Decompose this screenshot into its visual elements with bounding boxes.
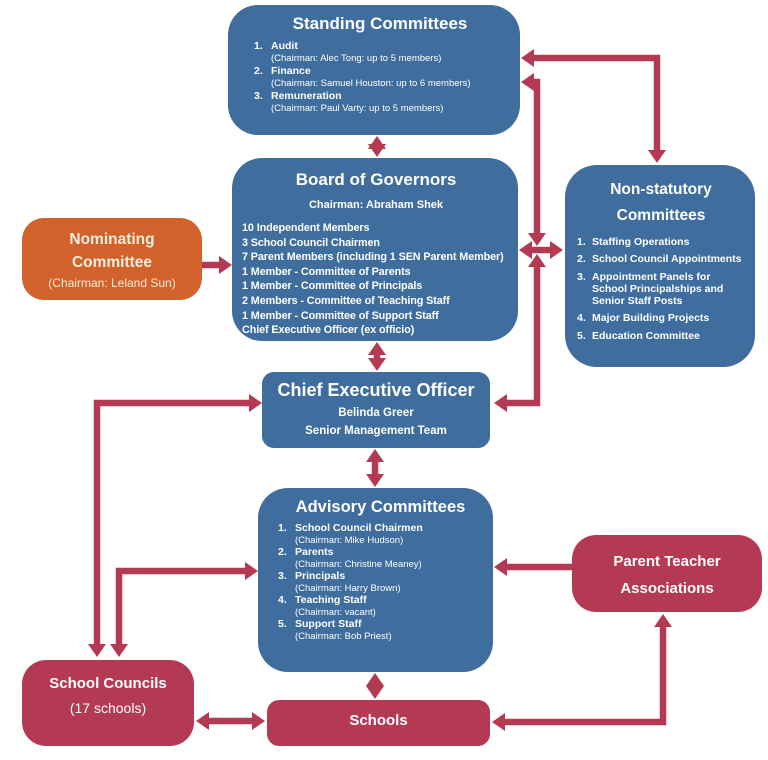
list-item: 2. Finance xyxy=(254,65,506,78)
arrow-pta-advisory xyxy=(494,558,572,576)
item-text: School Council Appointments xyxy=(592,253,742,266)
node-schools: Schools xyxy=(267,700,490,746)
item-name: Parents xyxy=(295,546,334,558)
arrow-standing-junction xyxy=(521,73,546,246)
item-number: 1. xyxy=(254,40,263,52)
item-number: 5. xyxy=(577,329,586,342)
item-name: Finance xyxy=(271,65,311,77)
item-name: Support Staff xyxy=(295,618,362,630)
item-chairman: (Chairman: Christine Meaney) xyxy=(295,558,422,570)
board-member: Chief Executive Officer (ex officio) xyxy=(242,324,415,337)
arrow-standing-board xyxy=(368,136,386,157)
board-title: Board of Governors xyxy=(295,170,457,189)
arrow-board-nonstatutory xyxy=(519,241,563,259)
list-item: 1. Audit xyxy=(254,40,506,53)
item-chairman: (Chairman: Bob Priest) xyxy=(295,630,392,642)
ceo-team: Senior Management Team xyxy=(305,425,447,437)
nonstat-title-line2: Committees xyxy=(616,207,706,224)
item-name: Principals xyxy=(295,570,346,582)
school-councils-title: School Councils xyxy=(49,675,167,692)
node-standing-committees: Standing Committees 1. Audit (Chairman: … xyxy=(228,5,520,135)
board-chairman: Chairman: Abraham Shek xyxy=(308,199,444,211)
node-non-statutory-committees: Non-statutory Committees 1. Staffing Ope… xyxy=(565,165,755,367)
ceo-title: Chief Executive Officer xyxy=(277,380,475,400)
arrow-ceo-school-councils xyxy=(88,394,262,657)
board-members-list: 10 Independent Members 3 School Council … xyxy=(242,221,510,338)
item-chairman: (Chairman: Mike Hudson) xyxy=(295,534,404,546)
board-member: 1 Member - Committee of Support Staff xyxy=(242,309,439,322)
item-number: 2. xyxy=(278,546,287,558)
item-number: 3. xyxy=(577,270,586,283)
arrow-nominating-board xyxy=(202,256,232,274)
list-item: 3. Principals xyxy=(278,570,483,583)
item-number: 2. xyxy=(254,65,263,77)
advisory-title: Advisory Committees xyxy=(295,498,466,516)
board-member: 1 Member - Committee of Parents xyxy=(242,265,411,278)
list-item: 5. Support Staff xyxy=(278,618,483,631)
item-name: Audit xyxy=(271,40,298,52)
item-chairman: (Chairman: Paul Varty: up to 5 members) xyxy=(271,102,444,114)
nonstat-title-line1: Non-statutory xyxy=(610,181,712,198)
item-chairman: (Chairman: Alec Tong: up to 5 members) xyxy=(271,52,442,64)
list-item: 3. Appointment Panels for School Princip… xyxy=(577,271,745,308)
item-name: Remuneration xyxy=(271,90,342,102)
standing-committees-title: Standing Committees xyxy=(292,14,468,33)
pta-title-line2: Associations xyxy=(620,580,714,597)
list-item: 2. School Council Appointments xyxy=(577,253,745,265)
item-name: School Council Chairmen xyxy=(295,522,423,534)
item-chairman: (Chairman: Samuel Houston: up to 6 membe… xyxy=(271,77,471,89)
arrow-advisory-schools xyxy=(366,673,384,699)
list-item: 1. School Council Chairmen xyxy=(278,522,483,535)
schools-title: Schools xyxy=(349,712,408,729)
node-nominating-committee: Nominating Committee (Chairman: Leland S… xyxy=(22,218,202,300)
item-text: Major Building Projects xyxy=(592,312,710,325)
node-school-councils: School Councils (17 schools) xyxy=(22,660,194,746)
board-member: 7 Parent Members (including 1 SEN Parent… xyxy=(242,251,504,264)
item-text: Education Committee xyxy=(592,329,700,342)
item-text: Staffing Operations xyxy=(592,236,690,248)
board-member: 1 Member - Committee of Principals xyxy=(242,280,423,293)
arrow-ceo-advisory xyxy=(366,449,384,487)
board-member: 3 School Council Chairmen xyxy=(242,236,380,249)
list-item: 3. Remuneration xyxy=(254,90,506,103)
node-parent-teacher-associations: Parent Teacher Associations xyxy=(572,535,762,612)
school-councils-subtitle: (17 schools) xyxy=(69,700,147,716)
nonstat-list: 1. Staffing Operations 2. School Council… xyxy=(577,236,745,342)
list-item: 4. Teaching Staff xyxy=(278,594,483,607)
item-number: 2. xyxy=(577,253,586,266)
item-name: Teaching Staff xyxy=(295,594,367,606)
arrow-standing-nonstatutory xyxy=(521,49,666,163)
arrow-schools-pta xyxy=(492,614,672,731)
board-member: 10 Independent Members xyxy=(242,222,370,234)
nominating-chairman: (Chairman: Leland Sun) xyxy=(48,276,176,290)
list-item: 1. Staffing Operations xyxy=(577,236,745,248)
item-chairman: (Chairman: Harry Brown) xyxy=(295,582,401,594)
pta-title-line1: Parent Teacher xyxy=(613,553,721,570)
ceo-name: Belinda Greer xyxy=(338,407,414,419)
item-number: 4. xyxy=(577,312,586,325)
node-board-of-governors: Board of Governors Chairman: Abraham She… xyxy=(232,158,518,341)
item-number: 1. xyxy=(278,522,287,534)
item-text: Appointment Panels for School Principals… xyxy=(592,270,724,308)
item-number: 3. xyxy=(254,90,263,102)
item-number: 5. xyxy=(278,618,287,630)
node-chief-executive-officer: Chief Executive Officer Belinda Greer Se… xyxy=(262,372,490,448)
list-item: 5. Education Committee xyxy=(577,330,745,342)
nominating-title-line1: Nominating xyxy=(69,231,155,248)
arrow-school-councils-schools xyxy=(196,712,265,730)
item-number: 3. xyxy=(278,570,287,582)
node-advisory-committees: Advisory Committees 1. School Council Ch… xyxy=(258,488,493,672)
arrow-advisory-school-councils xyxy=(110,562,258,657)
list-item: 2. Parents xyxy=(278,546,483,559)
item-number: 4. xyxy=(278,594,287,606)
list-item: 4. Major Building Projects xyxy=(577,312,745,324)
arrow-board-ceo xyxy=(368,342,386,371)
nominating-title-line2: Committee xyxy=(71,254,153,271)
board-member: 2 Members - Committee of Teaching Staff xyxy=(242,294,450,307)
item-number: 1. xyxy=(577,236,586,248)
item-chairman: (Chairman: vacant) xyxy=(295,606,376,618)
